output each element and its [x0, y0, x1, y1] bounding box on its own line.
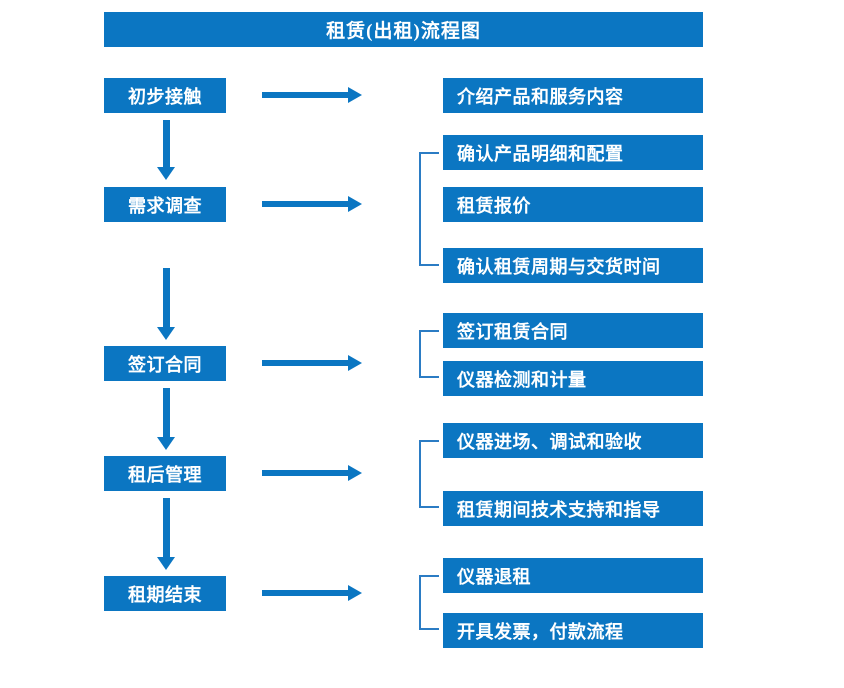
- bracket-group-4: [419, 440, 439, 508]
- right-arrow-5: [262, 585, 362, 601]
- right-arrow-4: [262, 465, 362, 481]
- detail-box-rental-quotation[interactable]: 租赁报价: [443, 187, 703, 222]
- down-arrow-1: [157, 120, 175, 180]
- detail-box-introduce-products[interactable]: 介绍产品和服务内容: [443, 78, 703, 113]
- page-title: 租赁(出租)流程图: [104, 12, 703, 47]
- down-arrow-3: [157, 388, 175, 450]
- detail-box-instrument-return[interactable]: 仪器退租: [443, 558, 703, 593]
- detail-box-sign-rental-contract[interactable]: 签订租赁合同: [443, 313, 703, 348]
- detail-box-technical-support[interactable]: 租赁期间技术支持和指导: [443, 491, 703, 526]
- detail-box-confirm-product-spec[interactable]: 确认产品明细和配置: [443, 135, 703, 170]
- right-arrow-2: [262, 196, 362, 212]
- detail-box-instrument-onsite[interactable]: 仪器进场、调试和验收: [443, 423, 703, 458]
- stage-box-rental-end[interactable]: 租期结束: [104, 576, 226, 611]
- down-arrow-4: [157, 498, 175, 570]
- stage-box-demand-survey[interactable]: 需求调查: [104, 187, 226, 222]
- stage-box-post-rental-mgmt[interactable]: 租后管理: [104, 456, 226, 491]
- bracket-group-3: [419, 330, 439, 378]
- bracket-group-5: [419, 575, 439, 630]
- bracket-group-2: [419, 152, 439, 266]
- detail-box-instrument-testing[interactable]: 仪器检测和计量: [443, 361, 703, 396]
- down-arrow-2: [157, 268, 175, 340]
- right-arrow-1: [262, 87, 362, 103]
- detail-box-confirm-period[interactable]: 确认租赁周期与交货时间: [443, 248, 703, 283]
- stage-box-preliminary-contact[interactable]: 初步接触: [104, 78, 226, 113]
- stage-box-sign-contract[interactable]: 签订合同: [104, 346, 226, 381]
- right-arrow-3: [262, 355, 362, 371]
- detail-box-invoice-payment[interactable]: 开具发票，付款流程: [443, 613, 703, 648]
